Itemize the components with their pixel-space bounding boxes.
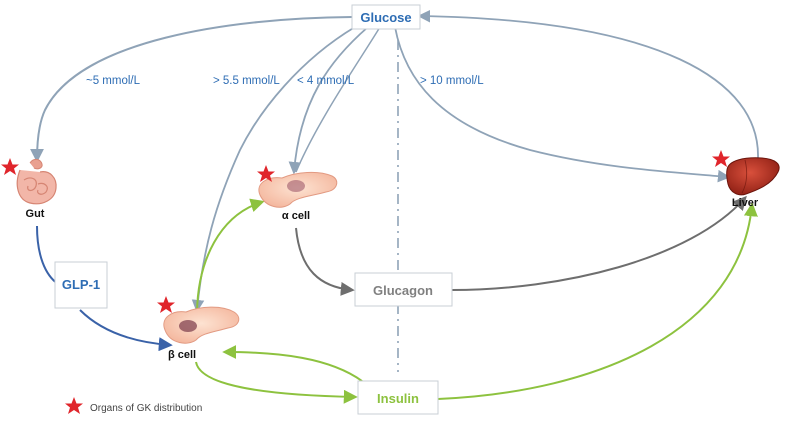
threshold-gut-label: ~5 mmol/L bbox=[86, 75, 141, 87]
arrow-insulin-to-liver bbox=[437, 202, 758, 400]
gk-star-alpha bbox=[257, 165, 275, 182]
arrow-glucose-to-gut bbox=[30, 16, 353, 163]
legend-label: Organs of GK distribution bbox=[90, 403, 202, 414]
islet-icon-alpha bbox=[287, 180, 305, 192]
gk-star-liver bbox=[712, 150, 730, 167]
threshold-liver-label: > 10 mmol/L bbox=[420, 75, 484, 87]
gk-star-beta bbox=[157, 296, 175, 313]
glucose-node: Glucose bbox=[351, 4, 421, 30]
gut-label: Gut bbox=[26, 208, 45, 220]
gut-organ: Gut bbox=[1, 158, 57, 220]
glucagon-label: Glucagon bbox=[373, 283, 433, 298]
arrow-glucose-to-alpha bbox=[288, 26, 369, 175]
legend-star-icon bbox=[65, 397, 83, 414]
gk-star-gut bbox=[1, 158, 19, 175]
glp1-label: GLP-1 bbox=[62, 277, 100, 292]
pancreas-icon-beta bbox=[163, 306, 240, 344]
beta-cell-organ: β cell bbox=[157, 296, 240, 361]
arrow-glucose-to-liver bbox=[394, 26, 731, 183]
insulin-node: Insulin bbox=[357, 380, 439, 415]
arrow-glp1-to-beta bbox=[79, 309, 173, 352]
glucagon-node: Glucagon bbox=[354, 272, 453, 307]
alpha-cell-organ: α cell bbox=[257, 165, 338, 222]
liver-organ: Liver bbox=[712, 150, 780, 209]
arrow-alpha-to-glucagon bbox=[295, 227, 355, 296]
intestine-icon bbox=[16, 158, 57, 205]
islet-icon-beta bbox=[179, 320, 197, 332]
arrow-insulin-to-beta bbox=[222, 345, 363, 382]
alpha-cell-label: α cell bbox=[282, 210, 310, 222]
insulin-label: Insulin bbox=[377, 391, 419, 406]
arrow-glucose-to-beta bbox=[191, 26, 356, 313]
arrow-glucagon-to-liver bbox=[451, 195, 747, 291]
liver-icon bbox=[726, 157, 780, 196]
arrow-glucose-to-alpha-2 bbox=[295, 26, 381, 173]
arrow-liver-to-glucose bbox=[417, 9, 759, 159]
glp1-node: GLP-1 bbox=[54, 261, 108, 309]
threshold-beta-label: > 5.5 mmol/L bbox=[213, 75, 280, 87]
arrow-beta-to-alpha bbox=[196, 198, 265, 313]
glucose-label: Glucose bbox=[360, 10, 411, 25]
threshold-alpha-label: < 4 mmol/L bbox=[297, 75, 355, 87]
liver-label: Liver bbox=[732, 197, 759, 209]
legend: Organs of GK distribution bbox=[65, 397, 202, 414]
arrow-beta-to-insulin bbox=[195, 361, 358, 404]
beta-cell-label: β cell bbox=[168, 349, 196, 361]
